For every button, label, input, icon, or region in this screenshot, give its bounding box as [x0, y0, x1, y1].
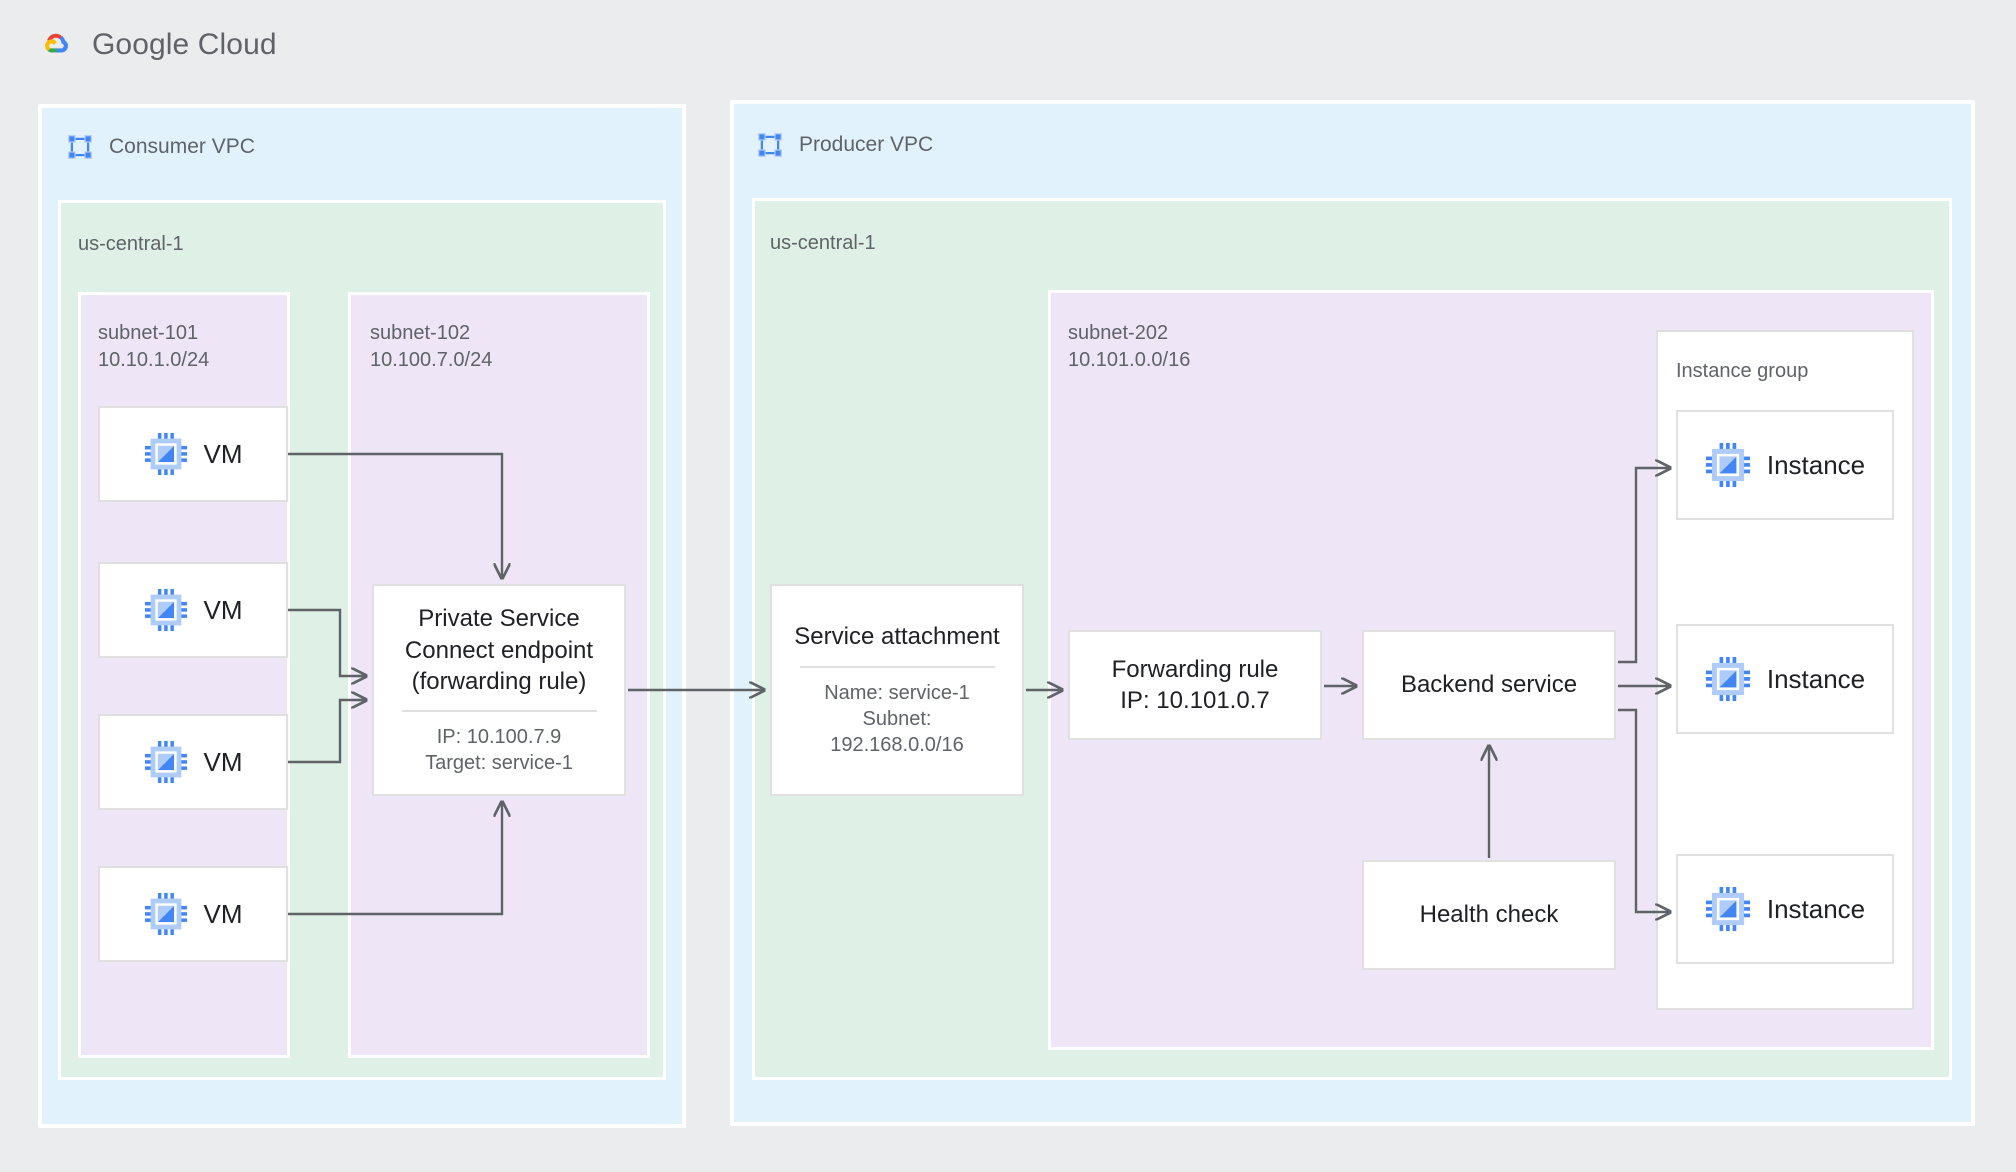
- vm-label: VM: [203, 594, 243, 625]
- vm-chip-icon: [144, 432, 187, 476]
- instance-group-label: Instance group: [1676, 360, 1809, 382]
- vpc-network-icon: [68, 135, 92, 159]
- brand-google: Google: [92, 28, 190, 61]
- psc-endpoint-title: Private Service Connect endpoint (forwar…: [404, 605, 594, 695]
- health-check-box[interactable]: Health check: [1362, 860, 1616, 970]
- consumer-region-label: us-central-1: [78, 233, 184, 255]
- service-attachment-details: Name: service-1 Subnet: 192.168.0.0/16: [824, 681, 970, 757]
- consumer-vpc-header: Consumer VPC: [65, 132, 255, 162]
- vm-box-4[interactable]: VM: [98, 866, 288, 962]
- forwarding-rule-box[interactable]: Forwarding rule IP: 10.101.0.7: [1068, 630, 1322, 740]
- vm-box-1[interactable]: VM: [98, 406, 288, 502]
- instance-box-1[interactable]: Instance: [1676, 410, 1894, 520]
- producer-region-label: us-central-1: [770, 232, 876, 254]
- forwarding-rule-title: Forwarding rule IP: 10.101.0.7: [1111, 655, 1279, 714]
- psc-endpoint-details: IP: 10.100.7.9 Target: service-1: [425, 725, 573, 775]
- brand-title: Google Cloud: [92, 28, 277, 62]
- instance-label: Instance: [1766, 449, 1866, 480]
- subnet-202-label: subnet-202 10.101.0.0/16: [1068, 322, 1191, 371]
- google-cloud-logo-icon: [45, 33, 68, 53]
- producer-vpc-title: Producer VPC: [799, 133, 934, 156]
- vm-chip-icon: [1705, 442, 1750, 488]
- backend-service-title: Backend service: [1400, 671, 1578, 699]
- service-attachment-title: Service attachment: [794, 623, 1000, 651]
- instance-label: Instance: [1766, 663, 1866, 694]
- brand-header: Google Cloud: [32, 26, 277, 64]
- instance-box-2[interactable]: Instance: [1676, 624, 1894, 734]
- psc-endpoint-box[interactable]: Private Service Connect endpoint (forwar…: [372, 584, 626, 796]
- vm-label: VM: [203, 746, 243, 777]
- vm-chip-icon: [1705, 886, 1750, 932]
- vm-box-2[interactable]: VM: [98, 562, 288, 658]
- brand-cloud: Cloud: [197, 28, 277, 61]
- vpc-network-icon: [758, 133, 782, 157]
- backend-service-box[interactable]: Backend service: [1362, 630, 1616, 740]
- producer-vpc-header: Producer VPC: [755, 130, 933, 160]
- vm-chip-icon: [144, 588, 187, 632]
- vm-label: VM: [203, 438, 243, 469]
- vm-label: VM: [203, 898, 243, 929]
- psc-endpoint-divider: [401, 709, 597, 712]
- subnet-102-label: subnet-102 10.100.7.0/24: [370, 322, 493, 371]
- subnet-101-label: subnet-101 10.10.1.0/24: [98, 322, 210, 371]
- vm-chip-icon: [144, 892, 187, 936]
- service-attachment-box[interactable]: Service attachment Name: service-1 Subne…: [770, 584, 1024, 796]
- vm-box-3[interactable]: VM: [98, 714, 288, 810]
- service-attachment-divider: [799, 665, 995, 668]
- instance-label: Instance: [1766, 893, 1866, 924]
- vm-chip-icon: [144, 740, 187, 784]
- instance-box-3[interactable]: Instance: [1676, 854, 1894, 964]
- vm-chip-icon: [1705, 656, 1750, 702]
- consumer-vpc-title: Consumer VPC: [109, 135, 255, 158]
- health-check-title: Health check: [1419, 901, 1559, 929]
